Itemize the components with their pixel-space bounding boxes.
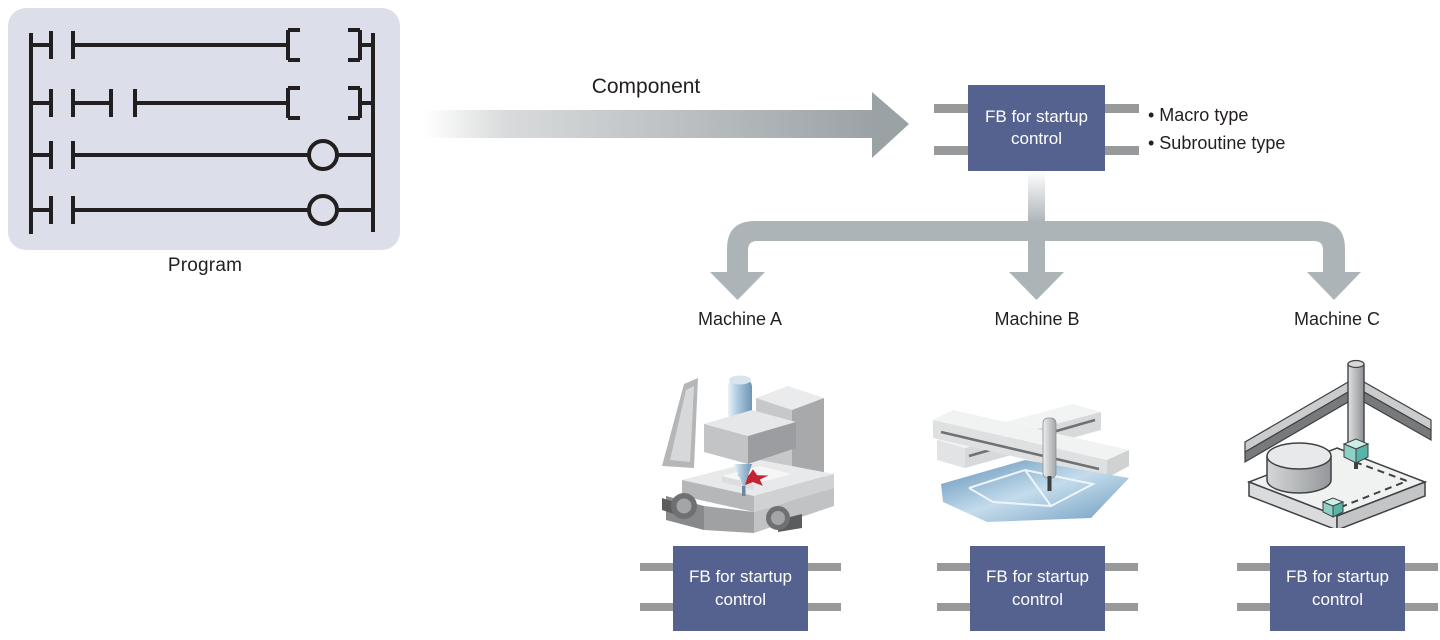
machine-c-label: Machine C <box>1293 309 1381 329</box>
fb-input-pin <box>937 563 970 571</box>
fb-startup-control-block-machine-b: FB for startup control <box>937 546 1138 631</box>
fb-type-item: • Macro type <box>1148 105 1249 125</box>
fb-output-pin <box>1105 146 1139 155</box>
ladder-logic-diagram <box>29 28 375 234</box>
fb-input-pin <box>934 104 968 113</box>
component-label: Component <box>591 75 701 98</box>
fb-block-label: FB for startup control <box>985 106 1088 148</box>
fb-input-pin <box>1237 563 1270 571</box>
fb-output-pin <box>1405 603 1438 611</box>
cnc-milling-machine-icon <box>662 375 834 533</box>
distribution-arrow-icon <box>710 171 1361 300</box>
fb-startup-control-block-main: FB for startup control <box>934 85 1139 171</box>
fb-type-list: • Macro type • Subroutine type <box>1148 101 1285 157</box>
program-panel <box>8 8 400 250</box>
fb-block-label: FB for startup control <box>1286 567 1389 609</box>
fb-block-label: FB for startup control <box>689 567 792 609</box>
fb-output-pin <box>1405 563 1438 571</box>
fb-input-pin <box>640 603 673 611</box>
machine-a-label: Machine A <box>697 309 783 329</box>
fb-output-pin <box>808 563 841 571</box>
fb-input-pin <box>934 146 968 155</box>
coordinate-measuring-machine-icon <box>1244 359 1432 528</box>
fb-output-pin <box>1105 603 1138 611</box>
fb-output-pin <box>808 603 841 611</box>
fb-input-pin <box>937 603 970 611</box>
fb-block-label: FB for startup control <box>986 567 1089 609</box>
machine-b-label: Machine B <box>994 309 1080 329</box>
program-label: Program <box>167 255 243 276</box>
fb-output-pin <box>1105 563 1138 571</box>
fb-startup-control-block-machine-c: FB for startup control <box>1237 546 1438 631</box>
fb-output-pin <box>1105 104 1139 113</box>
component-arrow-icon <box>424 92 909 158</box>
fb-startup-control-block-machine-a: FB for startup control <box>640 546 841 631</box>
fb-input-pin <box>1237 603 1270 611</box>
gantry-cutting-machine-icon <box>933 404 1129 522</box>
fb-type-item: • Subroutine type <box>1148 133 1286 153</box>
fb-input-pin <box>640 563 673 571</box>
